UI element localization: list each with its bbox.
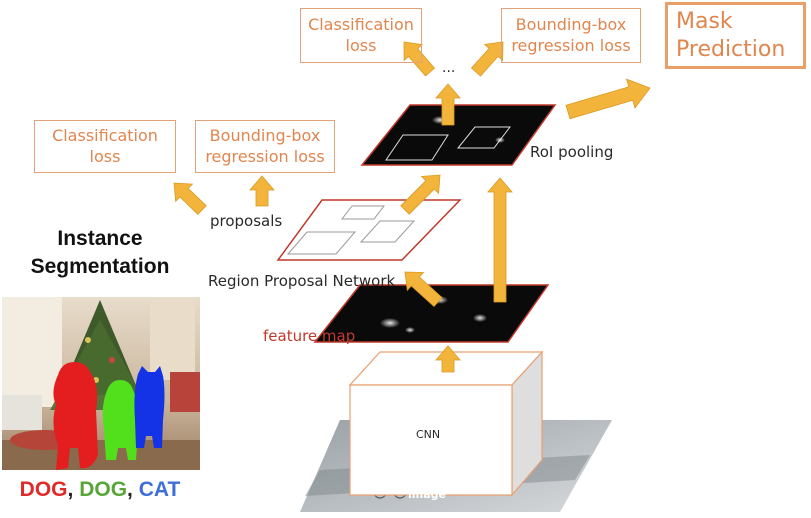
class-label-dog-1: DOG	[19, 478, 68, 501]
proposals-label: proposals	[210, 212, 283, 230]
arrow-feature-to-rpn	[404, 271, 443, 307]
roi-pooling-label: RoI pooling	[530, 143, 614, 161]
image-label: image	[408, 488, 446, 501]
dog-mask-red	[53, 362, 98, 470]
class-legend: DOG, DOG, CAT	[0, 478, 200, 502]
instance-segmentation-title: Instance Segmentation	[30, 227, 170, 278]
arrow-roi-to-cls	[403, 41, 436, 77]
class-separator: ,	[127, 478, 139, 501]
class-label-cat: CAT	[138, 478, 181, 501]
arrow-roi-to-bbox	[470, 41, 504, 77]
roi-pooling-plane	[360, 104, 557, 166]
dog-mask-green	[102, 380, 139, 460]
cnn-block	[348, 350, 544, 497]
class-label-dog-2: DOG	[79, 478, 128, 501]
classification-loss-box-top: Classification loss	[300, 8, 422, 63]
cat-mask-blue	[134, 366, 165, 448]
ellipsis-label: ...	[442, 60, 456, 76]
arrow-proposals-to-cls	[173, 182, 207, 215]
bbox-regression-loss-box-top: Bounding-box regression loss	[501, 8, 641, 63]
mask-prediction-box: Mask Prediction	[665, 2, 806, 69]
arrow-feature-to-roi	[487, 177, 513, 303]
rpn-plane	[276, 199, 462, 261]
feature-map-plane	[313, 284, 550, 343]
flow-arrows	[173, 41, 651, 373]
rpn-label: Region Proposal Network	[208, 272, 396, 290]
segmentation-photo	[2, 297, 200, 470]
bbox-regression-loss-box-left: Bounding-box regression loss	[195, 120, 335, 173]
classification-loss-box-left: Classification loss	[34, 120, 176, 173]
arrow-image-to-cnn-feature	[435, 345, 461, 373]
class-separator: ,	[67, 478, 80, 501]
arrow-roi-up	[435, 83, 461, 126]
arrow-proposals-to-bbox	[249, 175, 275, 207]
feature-map-label: feature map	[263, 327, 356, 345]
arrow-roi-to-mask	[565, 78, 651, 120]
cnn-label: CNN	[416, 428, 441, 441]
arrow-rpn-to-roi	[400, 174, 441, 215]
